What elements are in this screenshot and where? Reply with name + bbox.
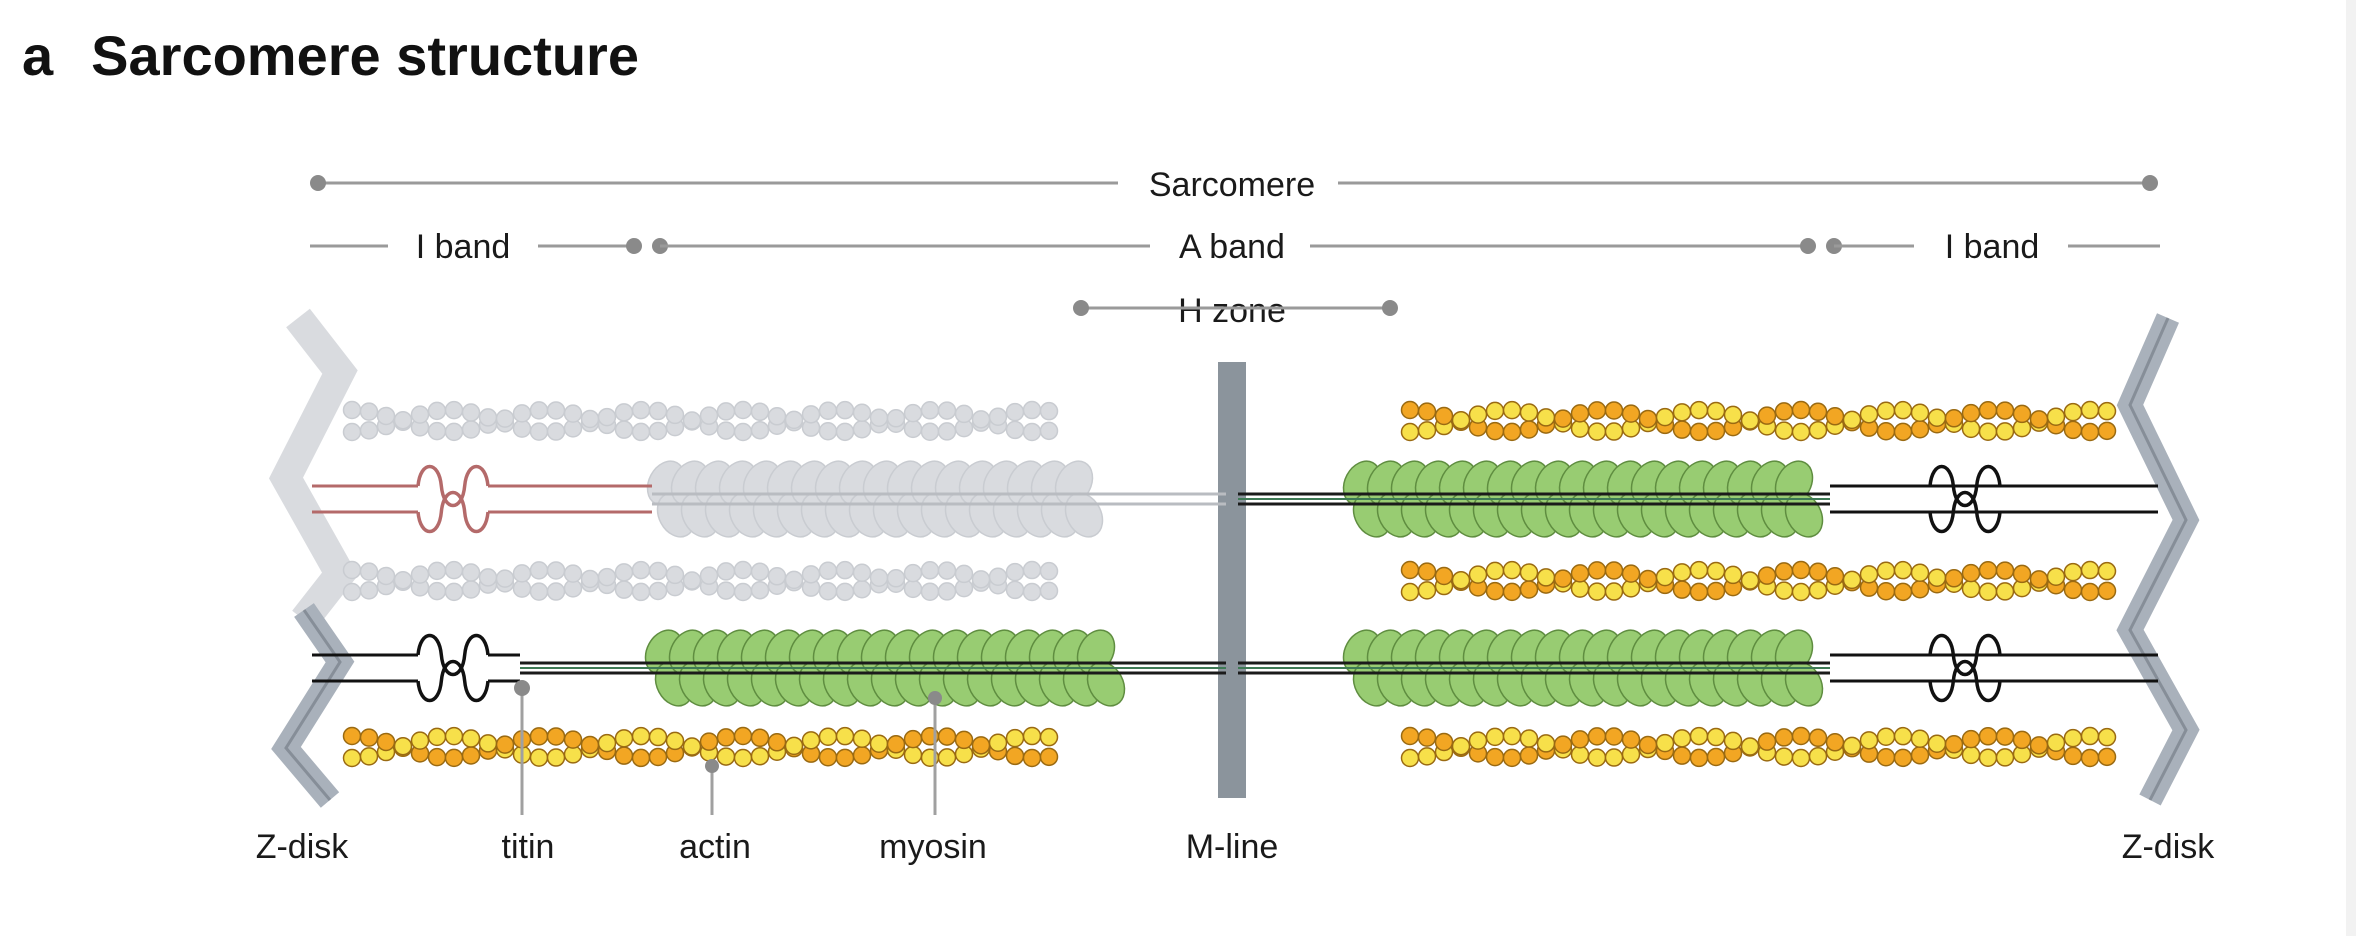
actin-right-bottom bbox=[1400, 726, 2117, 768]
thick-left-lower bbox=[520, 629, 1226, 707]
myosin-label: myosin bbox=[879, 828, 987, 866]
titin-right-upper bbox=[1830, 464, 2158, 534]
titin-label: titin bbox=[502, 828, 555, 866]
panel-title: Sarcomere structure bbox=[91, 24, 639, 87]
actin-label: actin bbox=[679, 828, 751, 866]
z-disk-right-label: Z-disk bbox=[2122, 828, 2216, 866]
thick-filaments bbox=[520, 460, 1830, 707]
m-line-label: M-line bbox=[1186, 828, 1279, 866]
z-disk-left-label: Z-disk bbox=[256, 828, 350, 866]
panel-letter: a bbox=[22, 24, 54, 87]
titin-left-upper bbox=[312, 464, 652, 534]
z-disk-right bbox=[2116, 313, 2200, 806]
sarcomere-label: Sarcomere bbox=[1149, 166, 1315, 204]
thick-left-upper-faded bbox=[646, 460, 1226, 538]
h-zone-label: H zone bbox=[1178, 292, 1286, 330]
a-band-bracket: A band bbox=[652, 228, 1816, 266]
sarcomere-bracket: Sarcomere bbox=[310, 166, 2158, 204]
a-band-label: A band bbox=[1179, 228, 1285, 266]
pointer-lines bbox=[514, 680, 942, 815]
titin-right-lower bbox=[1830, 633, 2158, 703]
actin-filaments bbox=[342, 400, 2117, 768]
titin-left-lower bbox=[312, 633, 520, 703]
actin-left-upper-faded bbox=[342, 400, 1059, 442]
i-band-left-label: I band bbox=[416, 228, 511, 266]
page-edge-strip bbox=[2346, 0, 2356, 936]
m-line-bar bbox=[1218, 362, 1246, 798]
z-disk-left-faded bbox=[268, 308, 358, 630]
i-band-left-bracket: I band bbox=[310, 228, 642, 266]
actin-left-lower bbox=[342, 726, 1059, 768]
thick-right-upper bbox=[1238, 460, 1830, 538]
actin-right-middle bbox=[1400, 560, 2117, 602]
i-band-right-bracket: I band bbox=[1826, 228, 2160, 266]
z-disk-left bbox=[271, 603, 355, 808]
actin-left-middle-faded bbox=[342, 560, 1059, 602]
h-zone-bracket: H zone bbox=[1073, 292, 1398, 330]
i-band-right-label: I band bbox=[1945, 228, 2040, 266]
thick-right-lower bbox=[1238, 629, 1830, 707]
titin-filaments bbox=[312, 464, 2158, 703]
actin-right-top bbox=[1400, 400, 2117, 442]
